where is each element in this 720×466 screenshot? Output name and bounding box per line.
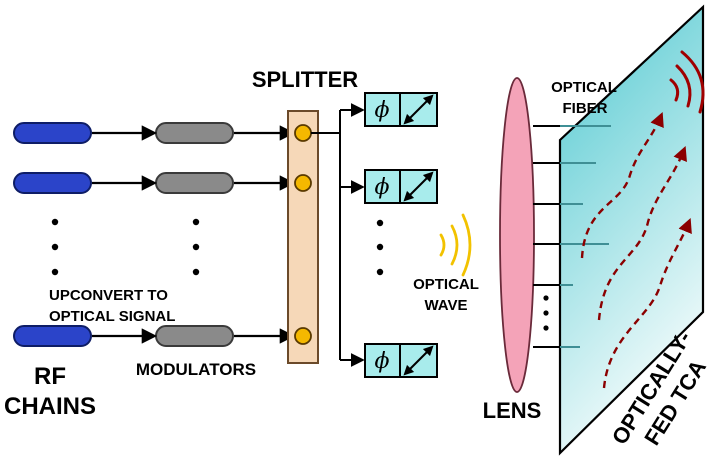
modulator-n [155,325,234,347]
optical-wave-label-line2: WAVE [424,297,467,314]
surface-wave-arrows [580,112,692,389]
phase-symbol-1: ϕ [375,98,390,123]
radiation-icon [669,50,705,114]
tca-panel [558,4,705,456]
modulators-label: MODULATORS [136,360,256,379]
upconvert-label-line2: OPTICAL SIGNAL [49,308,175,325]
splitter-port-1 [294,124,312,142]
splitter-port-2 [294,174,312,192]
amplitude-arrow-n [403,345,434,376]
phase-shifter-1: ϕ [364,92,438,127]
splitter-label: SPLITTER [252,67,358,92]
amplitude-arrow-1 [403,94,434,125]
phase-shifter-2: ϕ [364,169,438,204]
splitter-port-n [294,327,312,345]
phase-symbol-2: ϕ [375,175,390,200]
upconvert-label-line1: UPCONVERT TO [49,287,168,304]
rf-chains-label-line1: RF [34,363,66,390]
optical-wave-label-line1: OPTICAL [413,276,479,293]
amplitude-arrow-2 [403,171,434,202]
optical-fiber-label-line2: FIBER [563,100,608,117]
phase-shifter-n: ϕ [364,343,438,378]
rf-chain-1 [13,122,92,144]
rf-chain-n [13,325,92,347]
splitter [287,110,319,364]
rf-to-modulator-arrows [92,125,158,344]
lens [499,77,535,393]
modulator-1 [155,122,234,144]
optical-wave-icon [439,213,472,277]
rf-chain-2 [13,172,92,194]
modulator-2 [155,172,234,194]
lens-label: LENS [483,398,542,423]
modulator-to-splitter-arrows [234,125,296,344]
rf-chains [13,122,92,347]
phase-symbol-n: ϕ [375,349,390,374]
optical-fiber-label-line1: OPTICAL [551,79,617,96]
rf-chains-label-line2: CHAINS [4,393,96,420]
splitter-branches [311,103,365,367]
splitter-body [287,110,319,364]
ellipsis-dots [51,218,549,331]
